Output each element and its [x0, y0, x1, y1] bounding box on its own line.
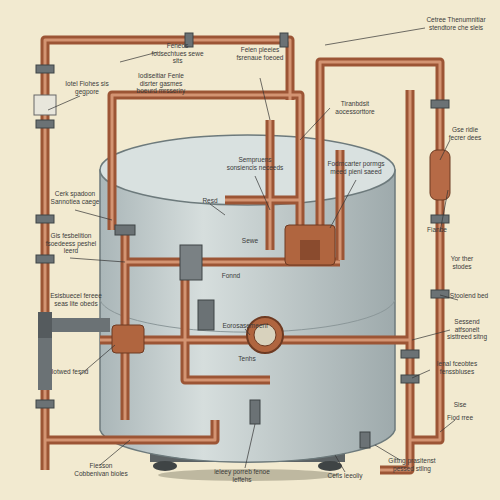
part-label: Felen pleeies fsrenaue foeoed [236, 46, 284, 61]
part-label: Tenhs [232, 355, 262, 363]
part-label: Fonnd [216, 272, 246, 280]
part-label: ieleey porreb fenoe leffehs [210, 468, 274, 483]
part-label: Cerk spadoon Sannotiea caege [50, 190, 100, 205]
part-label: Cefls leeoliy [325, 472, 365, 480]
part-label: Sempruens sonsiencis neceeds [225, 156, 285, 171]
part-label: Sessend atfsonelt sisttreed sitng [445, 318, 489, 341]
part-label: Feneos fodsechtues sewe sits [150, 42, 205, 65]
part-label: Sewe [236, 237, 264, 245]
part-label: Iodiseitiar Fenle disrter gasmes boeurd … [130, 72, 192, 95]
part-label: Fodrncarter pormgs meed pieni saeed [325, 160, 387, 175]
part-label: Eorosasemeenl [215, 322, 275, 330]
part-label: Fiod rree [440, 414, 480, 422]
part-label: Tiranbdsit aocessorttore [325, 100, 385, 115]
part-label: Iotwed fesnd [48, 368, 92, 376]
part-label: Gittng prasitenst pessed stllng [388, 457, 436, 472]
part-label: Gis fesbelition fsoedeess peshel leerd [42, 232, 100, 255]
part-label: Iotel Fiohes sis gegpore [62, 80, 112, 95]
part-label: Stoolend bed [448, 292, 490, 300]
part-label: Resd [196, 197, 224, 205]
part-label: Yor ther stodes [442, 255, 482, 270]
part-label: Fianbe [422, 226, 452, 234]
part-label: Esisbuecel fereee seas lite obeds [45, 292, 107, 307]
part-label: Ienal fceobtes fenssbluses [430, 360, 484, 375]
part-label: Cetree Thenumnitiar stendtore che sleis [425, 16, 487, 31]
part-label: Sise [445, 401, 475, 409]
part-label: Fiesson Cobbenivan bioles [72, 462, 130, 477]
part-label: Gse ridie fecrer dees [445, 126, 485, 141]
